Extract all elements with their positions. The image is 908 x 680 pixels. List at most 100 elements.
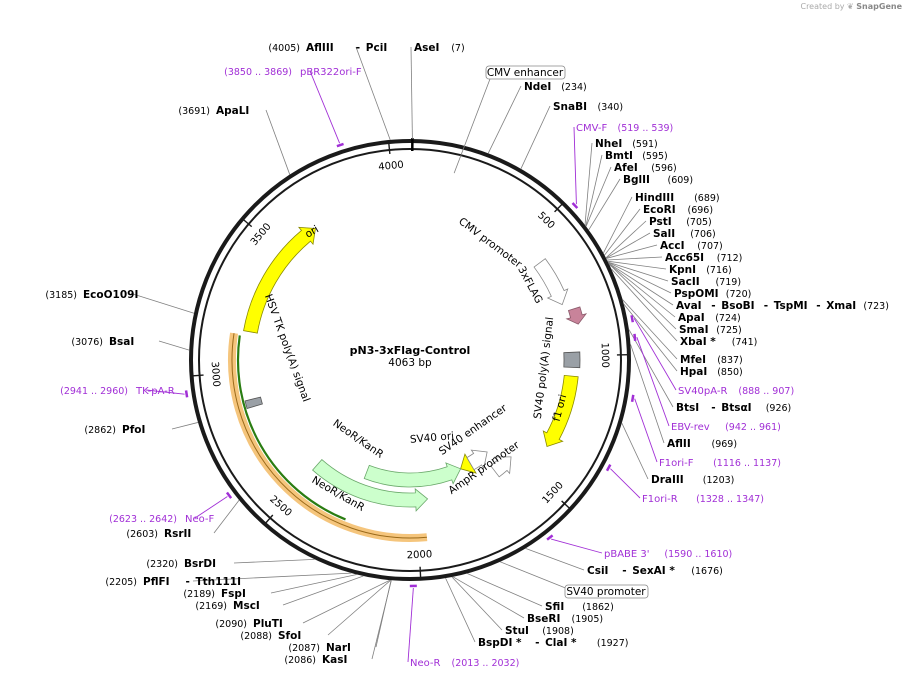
enzyme-site[interactable]: BseRI(1905) (527, 613, 603, 625)
cmv-enhancer-lead (453, 78, 491, 174)
enzyme-site[interactable]: NdeI(234) (524, 81, 587, 93)
enzyme-site[interactable]: XbaI *(741) (680, 336, 757, 348)
enzyme-site[interactable]: DraIII(1203) (651, 474, 734, 486)
enzyme-site[interactable]: (2086)KasI (284, 654, 347, 666)
enzyme-position: (725) (716, 325, 742, 336)
feature-label-sv40-polya-signal: SV40 poly(A) signal (532, 316, 556, 419)
primer-lead-line (309, 70, 341, 144)
feature-neor-kanr-outer[interactable] (312, 459, 429, 512)
primer-lead-line (633, 318, 677, 391)
enzyme-site[interactable]: SacII(719) (671, 276, 741, 288)
enzyme-site[interactable]: (2189)FspI (183, 588, 245, 600)
feature-3xflag[interactable] (565, 306, 588, 325)
enzyme-position: (2205) (105, 577, 137, 588)
feature-sv40-enhancer[interactable] (466, 449, 488, 471)
cmv-enhancer-box[interactable]: CMV enhancer (485, 65, 566, 80)
enzyme-position: (3691) (178, 106, 210, 117)
enzyme-site[interactable]: AflII(969) (667, 438, 737, 450)
enzyme-site[interactable]: (4005)AflIII-PciI (268, 42, 387, 54)
enzyme-site[interactable]: BglII(609) (623, 174, 693, 186)
enzyme-site[interactable]: KpnI(716) (669, 264, 732, 276)
primer[interactable]: (2941 .. 2960)TK-pA-R (60, 386, 175, 397)
enzyme-site[interactable]: (2205)PflFI-Tth111I (105, 576, 241, 588)
enzyme-position: (3185) (45, 290, 77, 301)
sv40-promoter-box[interactable]: SV40 promoter (564, 584, 649, 599)
primer[interactable]: F1ori-R(1328 .. 1347) (642, 494, 764, 505)
enzyme-separator: - (622, 565, 626, 577)
enzyme-site[interactable]: ApaI(724) (678, 312, 741, 324)
feature-f1-ori[interactable] (542, 374, 579, 448)
enzyme-site[interactable]: AvaI-BsoBI-TspMI-XmaI(723) (676, 300, 889, 312)
enzyme-site[interactable]: Acc65I(712) (665, 252, 742, 264)
primer-position: (888 .. 907) (738, 386, 794, 397)
enzyme-name: BspDI * (478, 637, 522, 649)
feature-neor-kanr-inner[interactable] (363, 462, 462, 488)
primer[interactable]: CMV-F(519 .. 539) (576, 123, 673, 134)
enzyme-site[interactable]: EcoRI(696) (643, 204, 713, 216)
enzyme-position: (696) (688, 205, 714, 216)
tick-label: 1000 (599, 342, 611, 368)
enzyme-separator: - (816, 300, 820, 312)
enzyme-lead-line (467, 573, 543, 607)
enzyme-site[interactable]: SfiI(1862) (545, 601, 614, 613)
enzyme-site[interactable]: PspOMI(720) (674, 288, 751, 300)
tick-mark (554, 202, 564, 213)
enzyme-site[interactable]: AccI(707) (660, 240, 723, 252)
backbone-outer-ring (189, 139, 631, 581)
enzyme-site[interactable]: AfeI(596) (614, 162, 677, 174)
enzyme-name: PluTI (253, 618, 283, 630)
primer[interactable]: F1ori-F(1116 .. 1137) (659, 458, 781, 469)
enzyme-site[interactable]: (2320)BsrDI (146, 558, 216, 570)
feature-ampr-promoter[interactable] (490, 456, 512, 478)
enzyme-site[interactable]: (3691)ApaLI (178, 105, 249, 117)
backbone-inner-ring (198, 148, 622, 572)
feature-hsv-tk-polya[interactable] (244, 396, 263, 410)
enzyme-labels[interactable]: AseI(7) (4005)AflIII-PciI (3691)ApaLI NdeI(… (45, 42, 889, 666)
enzyme-name: FspI (221, 588, 246, 600)
enzyme-site[interactable]: SnaBI(340) (553, 101, 623, 113)
enzyme-site[interactable]: (2087)NarI (288, 642, 351, 654)
primer-position: (1590 .. 1610) (664, 549, 732, 560)
feature-cmv-promoter[interactable] (533, 258, 569, 306)
enzyme-site[interactable]: (2603)RsrII (126, 528, 191, 540)
enzyme-site[interactable]: (3185)EcoO109I (45, 289, 138, 301)
enzyme-name: CsiI (587, 565, 608, 577)
enzyme-name: AflII (667, 438, 691, 450)
primer[interactable]: pBABE 3'(1590 .. 1610) (604, 549, 732, 560)
primer[interactable]: (2623 .. 2642)Neo-F (109, 514, 214, 525)
enzyme-site[interactable]: BspDI *-ClaI *(1927) (478, 637, 628, 649)
enzyme-name: AvaI (676, 300, 702, 312)
enzyme-site[interactable]: BmtI(595) (605, 150, 668, 162)
enzyme-site[interactable]: HpaI(850) (680, 366, 743, 378)
primer[interactable]: SV40pA-R(888 .. 907) (678, 386, 794, 397)
enzyme-lead-line (445, 577, 476, 643)
enzyme-name: Acc65I (665, 252, 704, 264)
cmv-enhancer-label: CMV enhancer (487, 67, 564, 79)
enzyme-site[interactable]: MfeI(837) (680, 354, 743, 366)
enzyme-site[interactable]: SmaI(725) (679, 324, 742, 336)
enzyme-site[interactable]: (2090)PluTI (215, 618, 282, 630)
enzyme-name: BsaI (109, 336, 134, 348)
enzyme-site[interactable]: AseI(7) (414, 42, 465, 54)
enzyme-site[interactable]: SalI(706) (653, 228, 716, 240)
primer-position: (1328 .. 1347) (696, 494, 764, 505)
feature-sv40-polya-signal[interactable] (563, 351, 581, 369)
enzyme-lead-line (605, 232, 651, 259)
enzyme-name: SfoI (278, 630, 301, 642)
enzyme-site[interactable]: NheI(591) (595, 138, 658, 150)
primer-name: Neo-F (185, 514, 215, 525)
enzyme-site[interactable]: PstI(705) (649, 216, 712, 228)
primer[interactable]: Neo-R(2013 .. 2032) (410, 658, 519, 669)
primer-labels[interactable]: (3850 .. 3869)pBR322ori-F CMV-F(519 .. 53… (60, 67, 794, 669)
primer[interactable]: (3850 .. 3869)pBR322ori-F (224, 67, 362, 78)
enzyme-site[interactable]: BtsI-BtsαI(926) (676, 402, 791, 414)
feature-ori[interactable] (243, 226, 316, 334)
enzyme-site[interactable]: HindIII(689) (635, 192, 720, 204)
enzyme-site[interactable]: CsiI-SexAI *(1676) (587, 565, 723, 577)
enzyme-site[interactable]: (2088)SfoI (240, 630, 301, 642)
enzyme-site[interactable]: StuI(1908) (505, 625, 574, 637)
enzyme-site[interactable]: (2169)MscI (195, 600, 259, 612)
enzyme-site[interactable]: (2862)PfoI (84, 424, 145, 436)
enzyme-site[interactable]: (3076)BsaI (71, 336, 134, 348)
primer[interactable]: EBV-rev(942 .. 961) (671, 422, 781, 433)
